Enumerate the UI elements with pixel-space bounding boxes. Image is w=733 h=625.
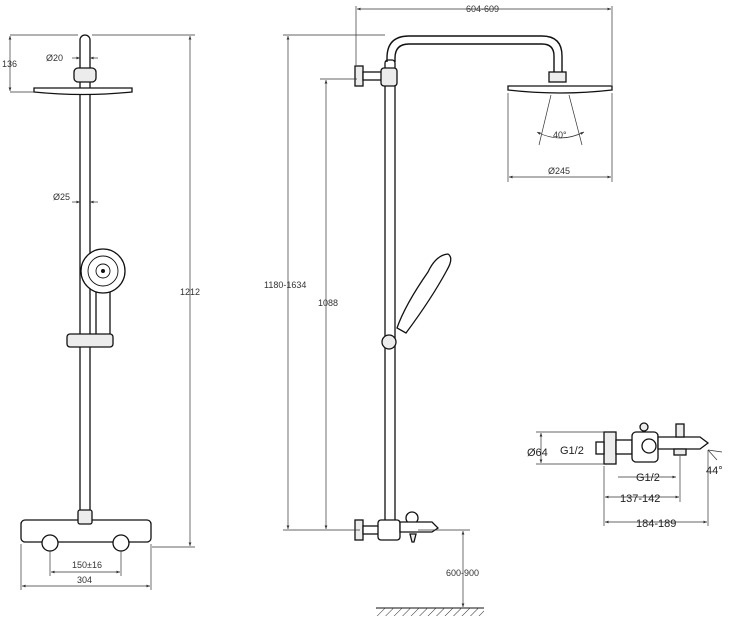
side-shower-arm bbox=[386, 35, 563, 72]
front-mixer bbox=[20, 509, 152, 552]
detail-neck bbox=[615, 439, 633, 455]
detail-thread-bottom-label: G1/2 bbox=[636, 472, 660, 484]
side-spray-angle-label: 40° bbox=[553, 130, 567, 140]
detail-body-dia-label: Ø64 bbox=[527, 447, 548, 459]
detail-depth-long-label: 184-189 bbox=[636, 518, 676, 530]
front-rail-dia-label: Ø25 bbox=[53, 192, 70, 202]
side-arm-reach-label: 604-609 bbox=[466, 4, 499, 14]
front-hand-shower bbox=[80, 248, 126, 343]
side-rail bbox=[384, 59, 396, 531]
side-view: 40° 604-609 1180-1634 1088 Ø245 600-9 bbox=[264, 4, 613, 616]
front-mixer-width-label: 304 bbox=[77, 575, 92, 585]
side-mixer-body bbox=[377, 519, 401, 541]
front-top-offset-label: 136 bbox=[2, 59, 17, 69]
front-overhead-shower bbox=[33, 87, 133, 96]
side-head-connector bbox=[548, 71, 567, 83]
side-rail-height-label: 1088 bbox=[318, 298, 338, 308]
front-inlet-spacing-label: 150±16 bbox=[72, 560, 102, 570]
detail-depth-short-label: 137-142 bbox=[620, 493, 660, 505]
side-height-range-label: 1180-1634 bbox=[264, 280, 306, 290]
detail-view: Ø64 G1/2 G1/2 137-142 184-189 44° bbox=[527, 422, 723, 530]
side-spout bbox=[399, 521, 440, 533]
side-spout-outlet bbox=[409, 533, 417, 543]
detail-spout bbox=[657, 436, 710, 450]
front-pipe-top-dia-label: Ø20 bbox=[46, 53, 63, 63]
side-connector-top bbox=[380, 67, 398, 87]
side-head-dia-label: Ø245 bbox=[548, 166, 570, 176]
front-head-connector bbox=[73, 67, 97, 83]
front-slider bbox=[66, 333, 114, 348]
detail-mixer-knob bbox=[641, 438, 657, 454]
side-wall-bracket-top bbox=[354, 65, 364, 87]
front-view: 136 Ø20 Ø25 1212 150±16 304 bbox=[2, 34, 200, 590]
detail-wall-plate bbox=[603, 431, 617, 465]
side-overhead-shower bbox=[507, 85, 613, 94]
side-floor-height-label: 600-900 bbox=[446, 568, 479, 578]
side-slider bbox=[381, 334, 397, 350]
side-hand-shower bbox=[396, 253, 452, 334]
detail-thread-top-label: G1/2 bbox=[560, 445, 584, 457]
side-floor bbox=[376, 608, 484, 616]
front-total-height-label: 1212 bbox=[180, 287, 200, 297]
detail-spout-angle-label: 44° bbox=[706, 465, 723, 477]
detail-thread bbox=[595, 441, 605, 455]
detail-top-cap bbox=[639, 422, 649, 432]
detail-diverter bbox=[675, 423, 685, 438]
detail-outlet bbox=[673, 448, 687, 456]
